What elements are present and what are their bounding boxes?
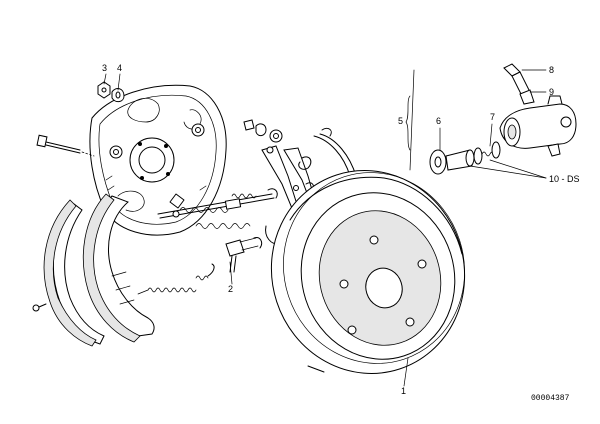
washer-part-4: [111, 88, 125, 103]
reference-number: 00004387: [531, 394, 570, 403]
callout-9: 9: [549, 87, 554, 97]
callout-1: 1: [401, 386, 406, 396]
brake-shoe-outer: [43, 199, 105, 347]
brake-drum: [270, 170, 466, 374]
shoe-pin: [32, 303, 47, 312]
callout-5: 5: [398, 116, 403, 126]
backing-plate: [89, 84, 227, 236]
leader-lines: [103, 69, 547, 387]
lower-return-spring: [137, 263, 215, 295]
callout-4: 4: [117, 63, 122, 73]
hold-down-pin: [225, 237, 263, 273]
anchor-pin: [243, 119, 332, 143]
mounting-bolt: [36, 134, 95, 157]
piston-cup-kit: [429, 141, 501, 175]
wheel-cylinder: [499, 95, 577, 157]
nut-part-3: [97, 81, 111, 99]
callout-2: 2: [228, 284, 233, 294]
callout-6: 6: [436, 116, 441, 126]
callout-5-bracket: [405, 95, 411, 151]
callout-8: 8: [549, 65, 554, 75]
adjuster-spring-assembly: [157, 188, 278, 229]
bleeder-valve: [503, 63, 535, 105]
callout-3: 3: [102, 63, 107, 73]
callout-7: 7: [490, 112, 495, 122]
brake-shoe-inner: [82, 193, 155, 343]
callout-10: 10 - DS: [549, 174, 580, 184]
